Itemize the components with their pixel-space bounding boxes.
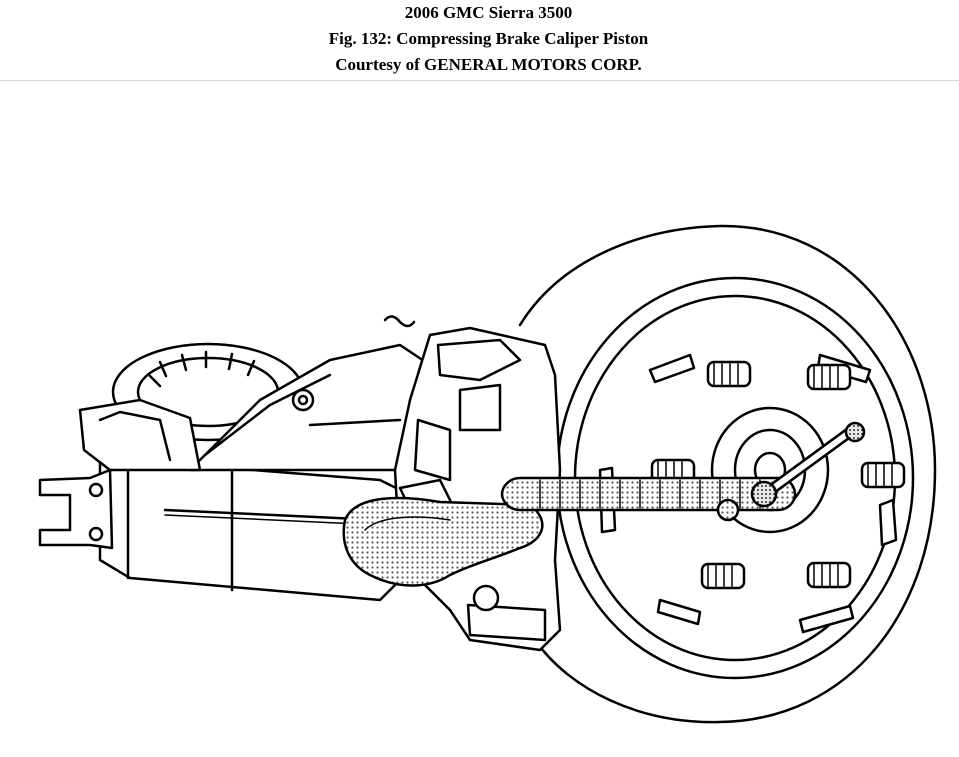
tool-t-handle — [750, 421, 866, 508]
pinion-yoke — [38, 398, 202, 550]
c-clamp-tool — [342, 476, 797, 587]
brake-caliper-illustration — [0, 81, 959, 757]
illustration-canvas — [38, 224, 937, 724]
vehicle-title: 2006 GMC Sierra 3500 — [404, 3, 573, 22]
figure-caption: Fig. 132: Compressing Brake Caliper Pist… — [328, 29, 649, 48]
courtesy-credit: Courtesy of GENERAL MOTORS CORP. — [335, 55, 642, 74]
figure-header: 2006 GMC Sierra 3500 Fig. 132: Compressi… — [0, 0, 959, 81]
wheel-studs — [650, 360, 906, 590]
differential-carrier — [188, 343, 432, 472]
